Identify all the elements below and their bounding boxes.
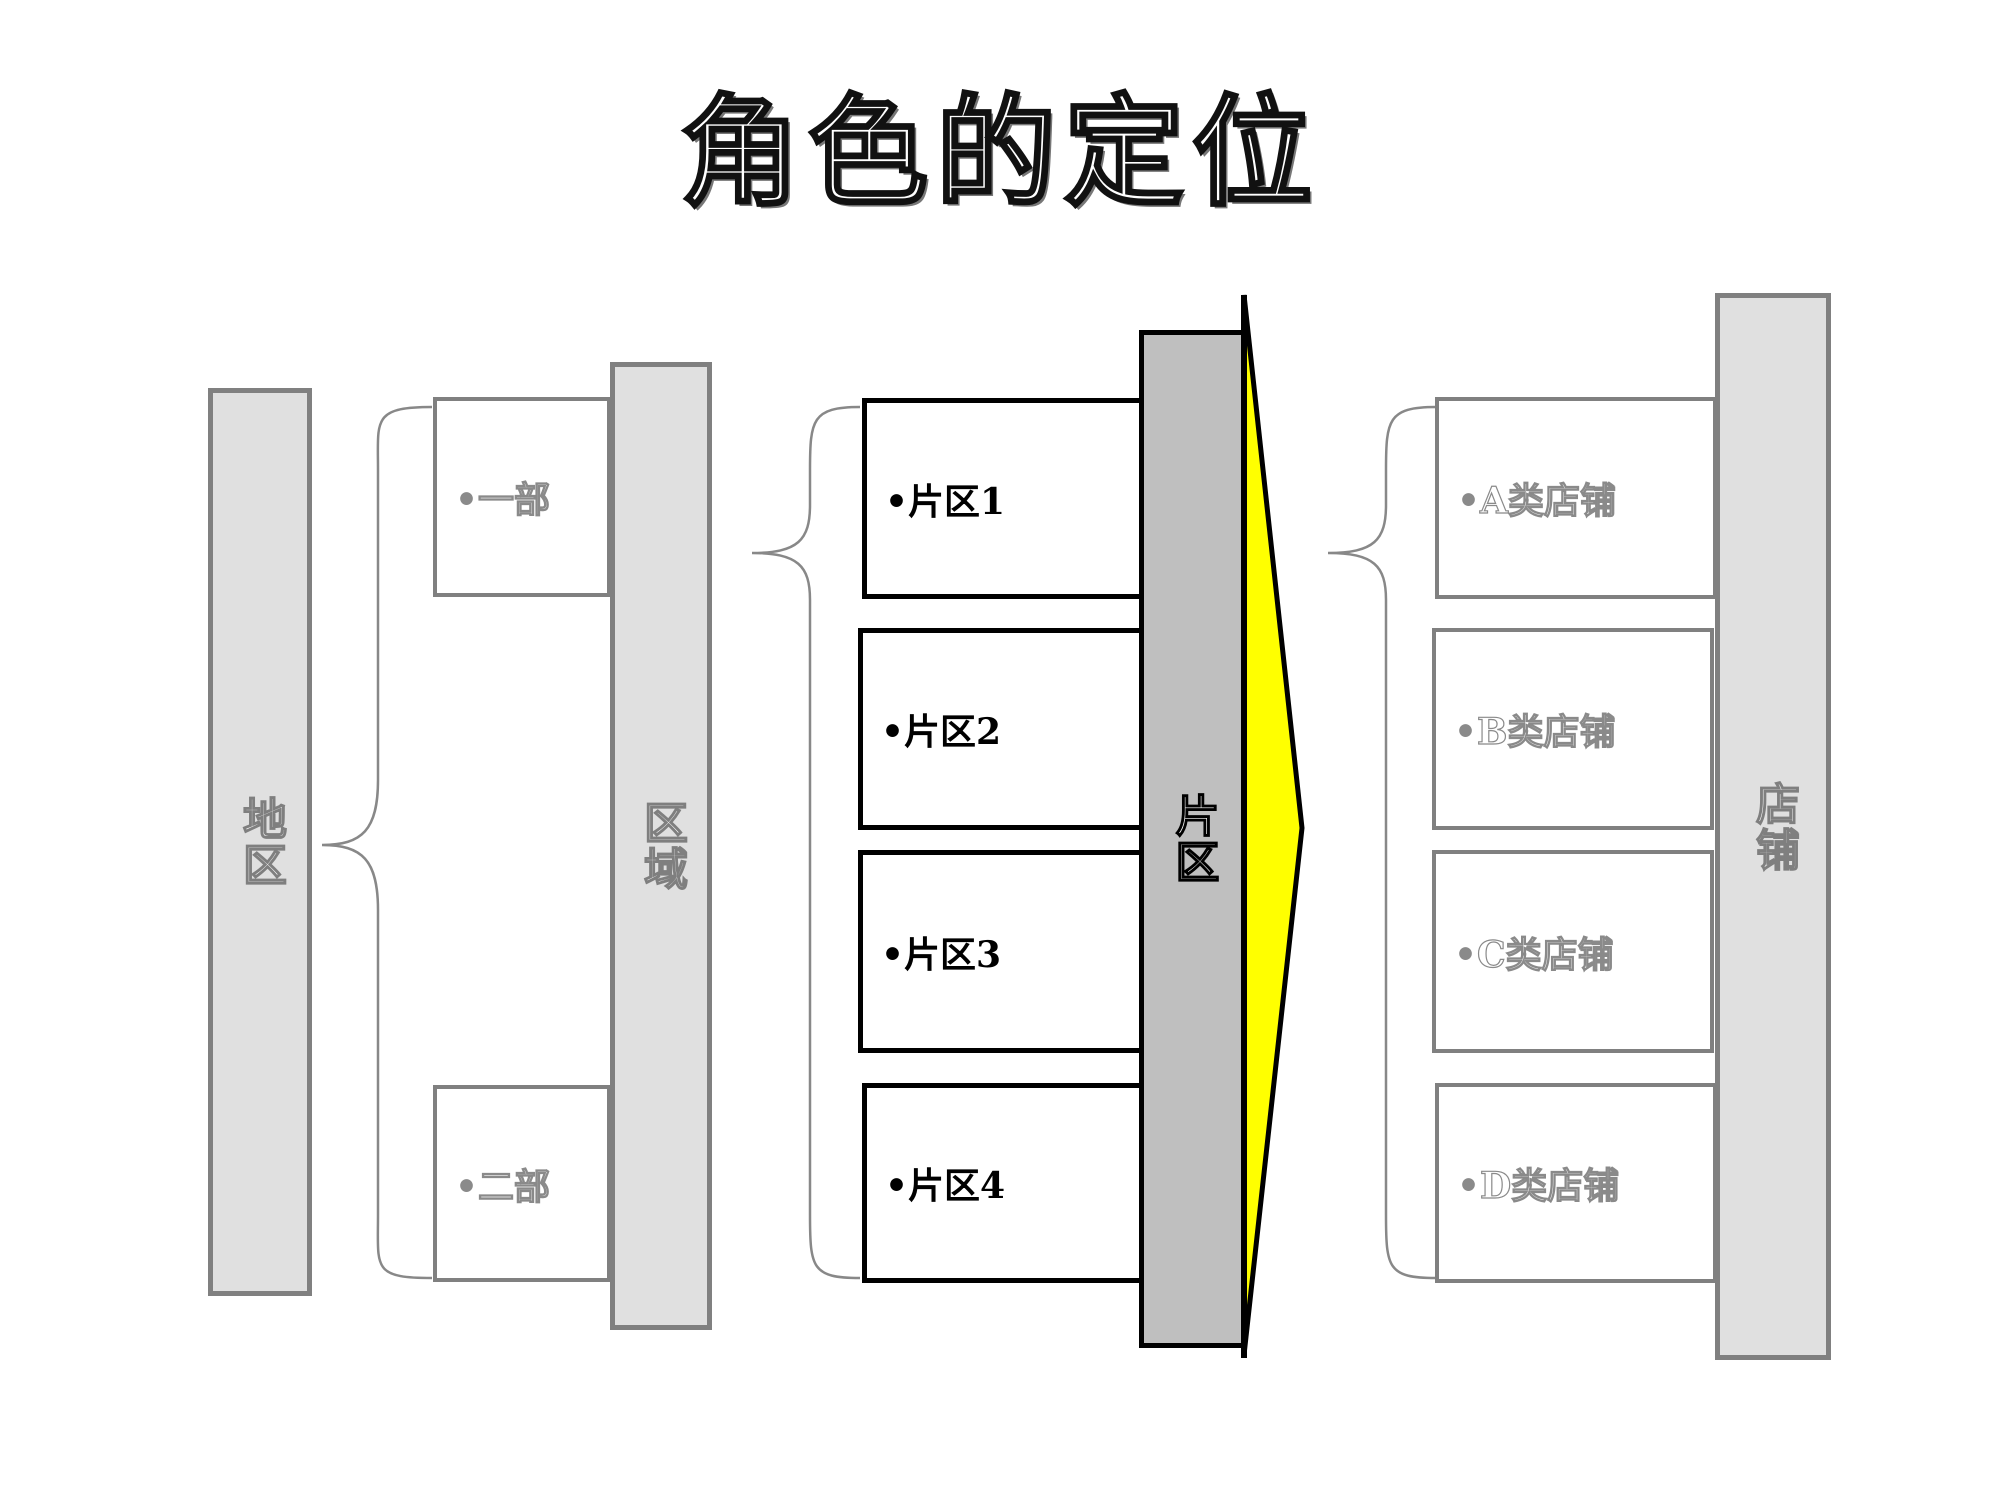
- department-box-1: •一部: [433, 397, 611, 597]
- department-label-2: 二部: [477, 1165, 551, 1208]
- store-box-a: •A类店铺: [1435, 397, 1717, 599]
- district-label-1: 片区1: [908, 480, 1006, 523]
- brace-district-to-stores: [1327, 405, 1437, 1280]
- store-label-c: C类店铺: [1476, 933, 1614, 976]
- region-column: 地区: [208, 388, 312, 1296]
- district-label-3: 片区3: [904, 933, 1002, 976]
- store-column: 店铺: [1715, 293, 1831, 1360]
- district-box-1: •片区1: [862, 398, 1146, 599]
- district-label-2: 片区2: [904, 711, 1002, 753]
- brace-region-to-departments: [321, 405, 433, 1280]
- district-box-4: •片区4: [862, 1083, 1146, 1283]
- area-label: 区域: [635, 799, 688, 893]
- area-column: 区域: [610, 362, 712, 1330]
- department-box-2: •二部: [433, 1085, 611, 1282]
- store-label-a: A类店铺: [1479, 479, 1616, 522]
- store-label-b: B类店铺: [1476, 710, 1616, 753]
- region-label: 地区: [234, 795, 287, 889]
- page-title: 角色的定位: [679, 81, 1320, 225]
- district-column: 片区: [1139, 330, 1246, 1348]
- store-label-d: D类店铺: [1479, 1164, 1620, 1207]
- district-label-4: 片区4: [908, 1165, 1006, 1207]
- store-box-d: •D类店铺: [1435, 1083, 1717, 1283]
- district-column-label: 片区: [1167, 792, 1220, 886]
- brace-area-to-districts: [751, 405, 861, 1280]
- department-label-1: 一部: [477, 478, 551, 521]
- store-box-c: •C类店铺: [1432, 850, 1714, 1053]
- district-box-2: •片区2: [858, 628, 1146, 830]
- flow-arrow: [1241, 294, 1305, 1356]
- district-box-3: •片区3: [858, 850, 1146, 1053]
- store-column-label: 店铺: [1747, 780, 1800, 874]
- store-box-b: •B类店铺: [1432, 628, 1714, 830]
